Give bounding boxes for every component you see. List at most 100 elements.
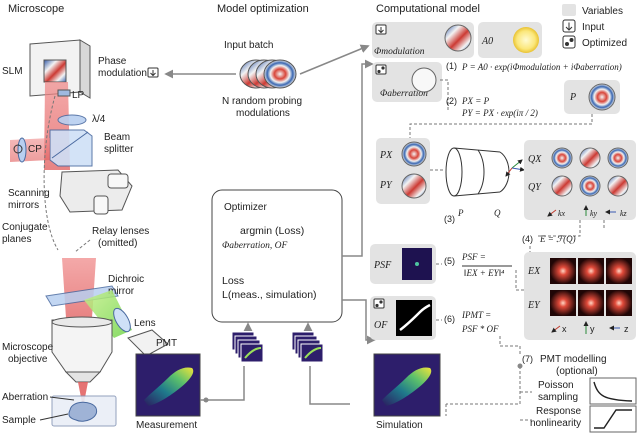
eq6-down-connector bbox=[499, 336, 521, 356]
lp-label: LP bbox=[72, 90, 85, 101]
p-small-label: P bbox=[457, 208, 464, 218]
optimizer-box: Optimizer argmin (Loss) Φaberration, OF … bbox=[211, 189, 343, 323]
lambda4-label: λ/4 bbox=[92, 114, 106, 125]
scanning-mirrors-label: mirrors bbox=[8, 200, 39, 211]
aberration-pointer bbox=[49, 396, 75, 401]
optimized-dot-icon bbox=[377, 69, 381, 74]
legend: Variables Input Optimized bbox=[562, 4, 627, 49]
ey-label: EY bbox=[527, 300, 541, 311]
qy-label: QY bbox=[528, 182, 542, 193]
slm-label: SLM bbox=[2, 66, 23, 77]
laser-beam-lower bbox=[62, 258, 96, 318]
eq6-formula-b: PSF * OF bbox=[461, 324, 499, 334]
px-label: PX bbox=[379, 150, 393, 161]
a0-box: A0 bbox=[478, 22, 542, 58]
phi-modulation-image bbox=[444, 24, 472, 52]
ey-image bbox=[550, 290, 576, 316]
header-microscope: Microscope bbox=[8, 3, 64, 15]
phi-aberration-label: Φaberration bbox=[380, 89, 428, 99]
qxqy-box: QX QY kx ky kz bbox=[524, 140, 636, 220]
eq4-number: (4) bbox=[522, 234, 533, 244]
dichroic-label: mirror bbox=[108, 286, 135, 297]
kx-arrow-icon bbox=[547, 209, 557, 217]
q-small-label: Q bbox=[494, 208, 501, 218]
objective-label: Microscope bbox=[2, 342, 54, 353]
kz-label: kz bbox=[620, 209, 628, 218]
ey-image bbox=[606, 290, 632, 316]
pmt-branch-connector bbox=[520, 391, 532, 421]
flow-dot bbox=[517, 363, 523, 369]
psf-spot bbox=[415, 262, 419, 266]
beam-splitter-diagonal bbox=[51, 131, 89, 159]
flow-dot bbox=[203, 397, 209, 403]
simulation-signal bbox=[382, 367, 432, 406]
ky-label: ky bbox=[590, 209, 598, 218]
sample-specimen bbox=[68, 401, 98, 422]
optimizer-title: Optimizer bbox=[224, 202, 267, 213]
eq5-connector bbox=[515, 270, 524, 291]
stack-frame bbox=[240, 343, 264, 363]
psf-label: PSF bbox=[373, 260, 392, 271]
poisson-panel: Poisson sampling bbox=[538, 377, 637, 405]
eq7-number: (7) bbox=[522, 354, 533, 364]
objective-top bbox=[51, 316, 113, 328]
optimized-dot-icon bbox=[565, 42, 569, 46]
simulation-stack bbox=[291, 331, 324, 363]
a0-image bbox=[513, 27, 539, 53]
legend-variables-label: Variables bbox=[582, 6, 623, 17]
random-probing-label: modulations bbox=[236, 108, 290, 119]
eq1-number: (1) bbox=[446, 61, 457, 71]
simulation-flow-line bbox=[309, 366, 350, 405]
lp-polarizer bbox=[57, 89, 71, 97]
k-axis-icon bbox=[511, 159, 523, 169]
optimized-dot-icon bbox=[381, 66, 385, 70]
simulation-image: Simulation bbox=[373, 353, 441, 431]
eq5-formula-b: ‖EX + EY‖⁴ bbox=[464, 268, 504, 278]
pmt-label: PMT bbox=[156, 338, 177, 349]
qy-image bbox=[551, 175, 573, 197]
ey-image bbox=[578, 290, 604, 316]
optimizer-to-model-arrow bbox=[342, 59, 374, 257]
legend-input-label: Input bbox=[582, 22, 604, 33]
optimized-icon bbox=[375, 64, 387, 75]
eq2-connector bbox=[409, 114, 593, 138]
measurement-image: Measurement bbox=[135, 353, 201, 431]
of-label: OF bbox=[374, 320, 388, 331]
a0-label: A0 bbox=[481, 36, 493, 47]
optimizer-variables: Φaberration, OF bbox=[222, 241, 287, 251]
py-image bbox=[401, 173, 427, 199]
conjugate-plane-connector bbox=[43, 95, 59, 251]
eq2-formula-a: PX = P bbox=[461, 96, 490, 106]
measurement-stack bbox=[231, 331, 264, 363]
eq3-number: (3) bbox=[444, 214, 455, 224]
optimizer-to-of-arrow bbox=[342, 299, 376, 345]
eq1-connector bbox=[440, 79, 449, 110]
scanning-mirror-motor bbox=[93, 195, 109, 215]
measurement-label: Measurement bbox=[136, 420, 197, 431]
of-box: OF bbox=[370, 296, 436, 340]
pxpy-box: PX PY bbox=[376, 138, 430, 204]
qx-image bbox=[579, 147, 601, 169]
p-label: P bbox=[569, 92, 576, 103]
stack-frame bbox=[300, 343, 324, 363]
legend-optimized-label: Optimized bbox=[582, 38, 627, 49]
qy-image bbox=[579, 175, 601, 197]
response-label: nonlinearity bbox=[530, 418, 581, 429]
ex-image bbox=[550, 258, 576, 284]
of-structure bbox=[399, 303, 431, 331]
stack-signal bbox=[244, 347, 262, 359]
x-arrow-icon bbox=[551, 325, 561, 333]
poisson-curve bbox=[593, 381, 633, 402]
output-sphere bbox=[499, 151, 510, 193]
header-computational-model: Computational model bbox=[376, 3, 480, 15]
measurement-flow-line bbox=[200, 366, 245, 401]
poisson-plot-frame bbox=[589, 377, 637, 405]
py-label: PY bbox=[379, 180, 393, 191]
ex-label: EX bbox=[527, 266, 541, 277]
optimized-icon bbox=[562, 35, 576, 49]
kx-label: kx bbox=[558, 209, 566, 218]
lens-curve bbox=[477, 149, 485, 195]
conjugate-planes-label: Conjugate bbox=[2, 222, 48, 233]
x-label: x bbox=[562, 324, 567, 334]
px-image bbox=[401, 141, 427, 167]
